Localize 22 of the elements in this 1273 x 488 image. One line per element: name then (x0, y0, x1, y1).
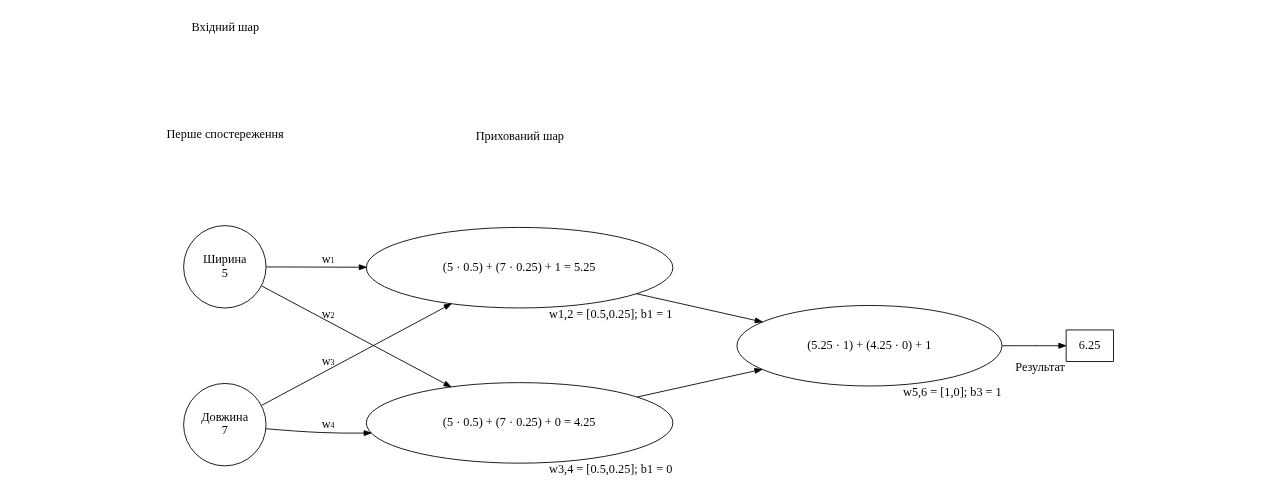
label: Перше спостереження (166, 126, 284, 141)
edge-label: w1 (321, 252, 335, 267)
node-circle: Довжина 7 (183, 383, 267, 467)
node-label: w3,4 = [0.5,0.25]; b1 = 0 (549, 462, 673, 477)
node-label: w5,6 = [1,0]; b3 = 1 (903, 384, 1002, 399)
edge-label: w3 (321, 354, 335, 369)
arrow (636, 293, 763, 324)
arrow (265, 428, 372, 436)
arrow (261, 285, 452, 388)
arrow (1001, 342, 1067, 349)
arrow (636, 368, 763, 398)
label: Вхідний шар (191, 19, 260, 34)
edge-label: w4 (321, 417, 335, 432)
arrow (261, 303, 452, 406)
node-label: Результат (1015, 360, 1065, 375)
edge-label: w2 (321, 306, 335, 321)
node-circle: Ширина 5 (183, 225, 267, 309)
node-ellipse: (5.25 · 1) + (4.25 · 0) + 1 (736, 305, 1003, 387)
node-box: 6.25 (1065, 329, 1114, 362)
node-label: w1,2 = [0.5,0.25]; b1 = 1 (549, 306, 673, 321)
arrow (265, 264, 367, 271)
label: Прихований шар (475, 129, 564, 144)
